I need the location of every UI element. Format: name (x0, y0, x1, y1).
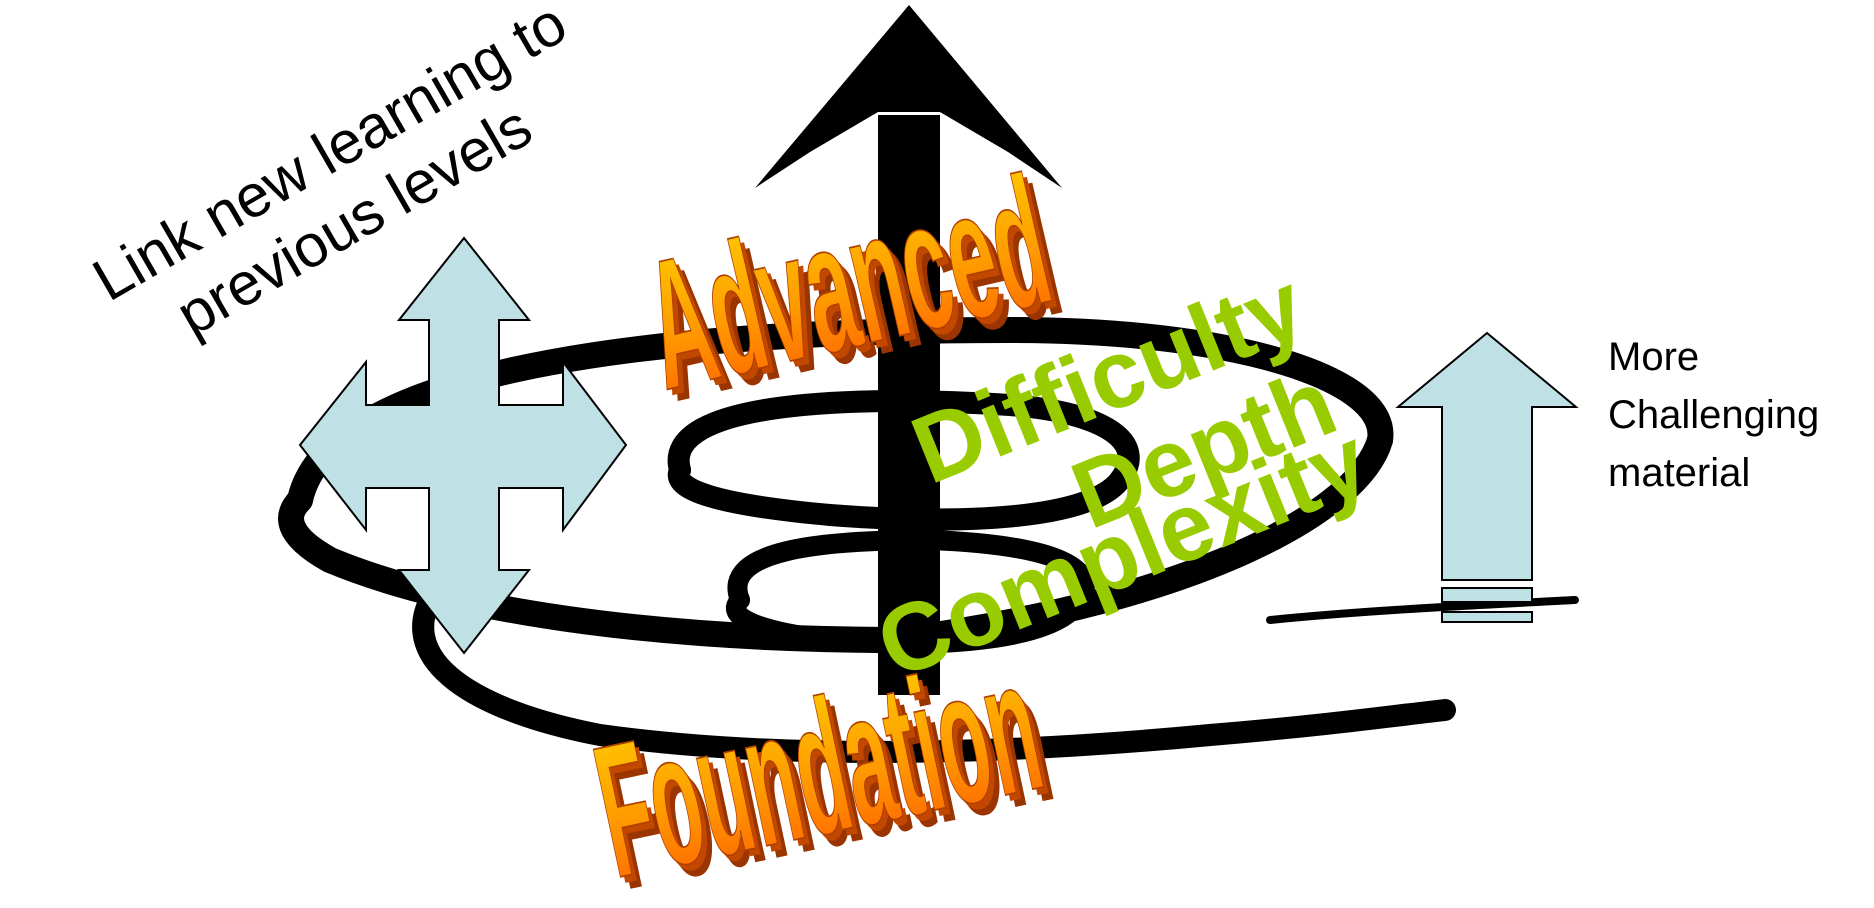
four-way-arrow-icon (298, 236, 628, 655)
challenge-label-line-3: material (1608, 451, 1750, 495)
main-up-arrow-icon (755, 5, 1062, 695)
challenge-label-line-1: More (1608, 335, 1699, 379)
up-arrow-icon (1395, 331, 1579, 623)
challenge-label-line-2: Challenging (1608, 393, 1819, 437)
link-label: Link new learning to previous levels (82, 0, 578, 349)
challenge-label: More Challenging material (1608, 335, 1819, 495)
spiral-front (278, 427, 1579, 763)
